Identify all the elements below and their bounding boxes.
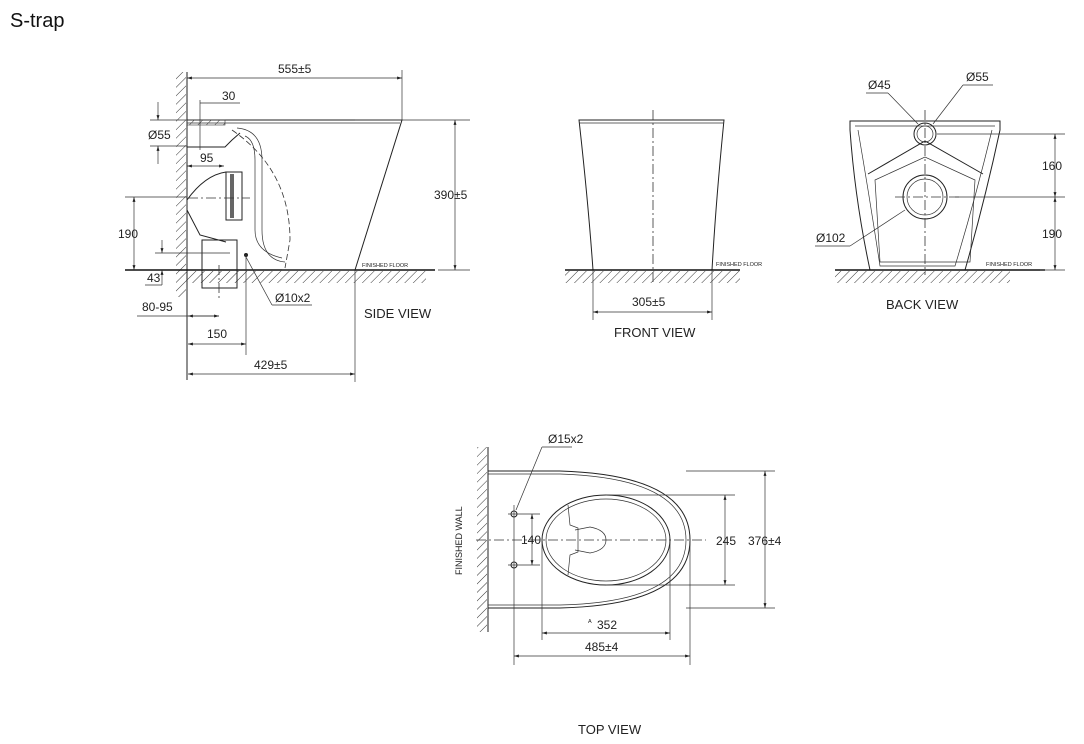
dim-base-length: 429±5 — [254, 358, 288, 372]
dim-outlet-height: 190 — [118, 227, 138, 241]
dim-hole-spacing: 140 — [521, 533, 541, 547]
dim-overall-width: 376±4 — [748, 534, 782, 548]
dim-inlet-small: Ø45 — [868, 78, 891, 92]
back-view-label: BACK VIEW — [886, 297, 959, 312]
floor-label: FINISHED FLOOR — [986, 262, 1032, 268]
dim-outlet-height: 190 — [1042, 227, 1062, 241]
dim-inlet-to-outlet: 160 — [1042, 159, 1062, 173]
dim-wall-to-outlet: 80-95 — [142, 300, 173, 314]
side-view-label: SIDE VIEW — [364, 306, 432, 321]
dim-inlet-diameter: Ø55 — [148, 128, 171, 142]
dim-bolt-distance: 150 — [207, 327, 227, 341]
top-view-label: TOP VIEW — [578, 722, 642, 737]
dim-overall-length: 555±5 — [278, 62, 312, 76]
dim-floor-offset: 43 — [147, 271, 161, 285]
dim-bolt-spec: Ø10x2 — [275, 291, 311, 305]
floor-label: FINISHED FLOOR — [716, 262, 762, 268]
wall-label: FINISHED WALL — [454, 506, 464, 575]
dim-bowl-width: 245 — [716, 534, 736, 548]
side-view: 555±5 30 Ø55 95 190 390±5 43 80-95 150 4… — [118, 62, 470, 382]
dim-bowl-length: 352 — [597, 618, 617, 632]
back-view: Ø45 Ø55 Ø102 160 190 FINISHED FLOOR BACK… — [815, 70, 1065, 312]
dim-overall-length: 485±4 — [585, 640, 619, 654]
wall-hatch — [176, 72, 188, 380]
dim-height: 390±5 — [434, 188, 468, 202]
dim-outlet-diameter: Ø102 — [816, 231, 846, 245]
dim-width: 305±5 — [632, 295, 666, 309]
floor-label: FINISHED FLOOR — [362, 263, 408, 269]
dim-bowl-length-marker: A — [588, 619, 592, 625]
front-view: 305±5 FINISHED FLOOR FRONT VIEW — [565, 110, 762, 340]
floor-line — [125, 269, 435, 283]
top-view: 140 Ø15x2 245 376±4 A 352 485±4 FINISHED… — [454, 432, 782, 737]
dim-inlet-depth: 95 — [200, 151, 214, 165]
front-view-label: FRONT VIEW — [614, 325, 696, 340]
dim-inlet-offset: 30 — [222, 89, 236, 103]
page-title: S-trap — [10, 10, 65, 32]
dim-inlet-large: Ø55 — [966, 70, 989, 84]
dim-fixing-holes: Ø15x2 — [548, 432, 584, 446]
